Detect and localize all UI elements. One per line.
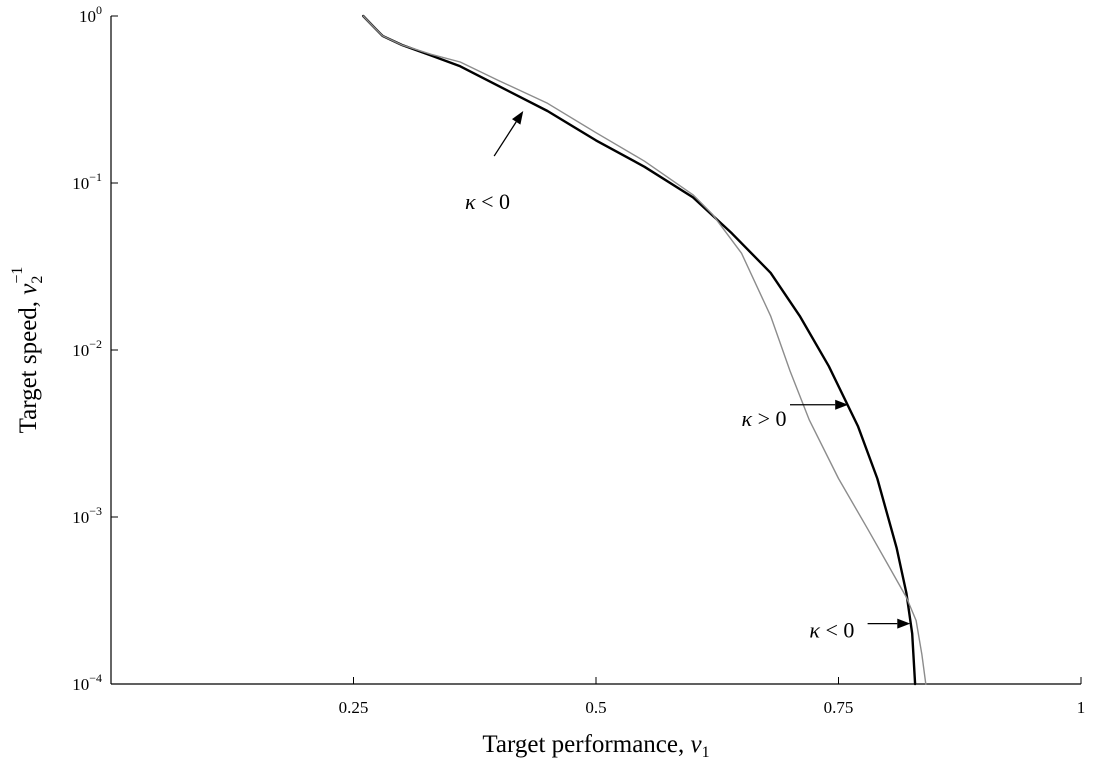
x-tick-label-3: 1 [1077, 698, 1086, 717]
y-tick-label-1: 10−1 [72, 170, 102, 193]
y-tick-label-0: 100 [79, 3, 102, 26]
y-tick-label-4: 10−4 [72, 671, 102, 694]
plot-area [110, 16, 1081, 685]
annotations: κ < 0 κ > 0 κ < 0 [465, 110, 911, 642]
annotation-arrow-head-2 [897, 618, 911, 629]
annotation-arrow-line-0 [493, 121, 517, 157]
y-axis-title-sup: −1 [9, 267, 26, 284]
y-tick-label-2: 10−2 [72, 337, 102, 360]
y-axis-title-var: v [15, 283, 42, 295]
series-line-0 [362, 14, 917, 686]
annotation-label-0: κ < 0 [465, 189, 510, 214]
annotation-arrow-head-0 [511, 110, 524, 125]
ticks: 0.25 0.5 0.75 1 100 10−1 10−2 10−3 10−4 [72, 3, 1085, 717]
annotation-label-2: κ < 0 [809, 617, 854, 642]
x-tick-label-0: 0.25 [339, 698, 369, 717]
x-axis-title-sub: 1 [702, 744, 710, 761]
y-axis-title: Target speed, v2−1 [9, 267, 46, 434]
x-tick-label-2: 0.75 [824, 698, 854, 717]
series-line-1 [362, 15, 927, 685]
x-axis-title: Target performance, v1 [482, 731, 709, 761]
x-axis-title-var: v [690, 731, 702, 758]
y-axis-title-sub: 2 [29, 276, 46, 284]
series-group [362, 14, 927, 686]
x-tick-label-1: 0.5 [585, 698, 606, 717]
annotation-label-1: κ > 0 [742, 406, 787, 431]
annotation-arrow-head-1 [835, 399, 849, 410]
y-tick-label-3: 10−3 [72, 504, 102, 527]
